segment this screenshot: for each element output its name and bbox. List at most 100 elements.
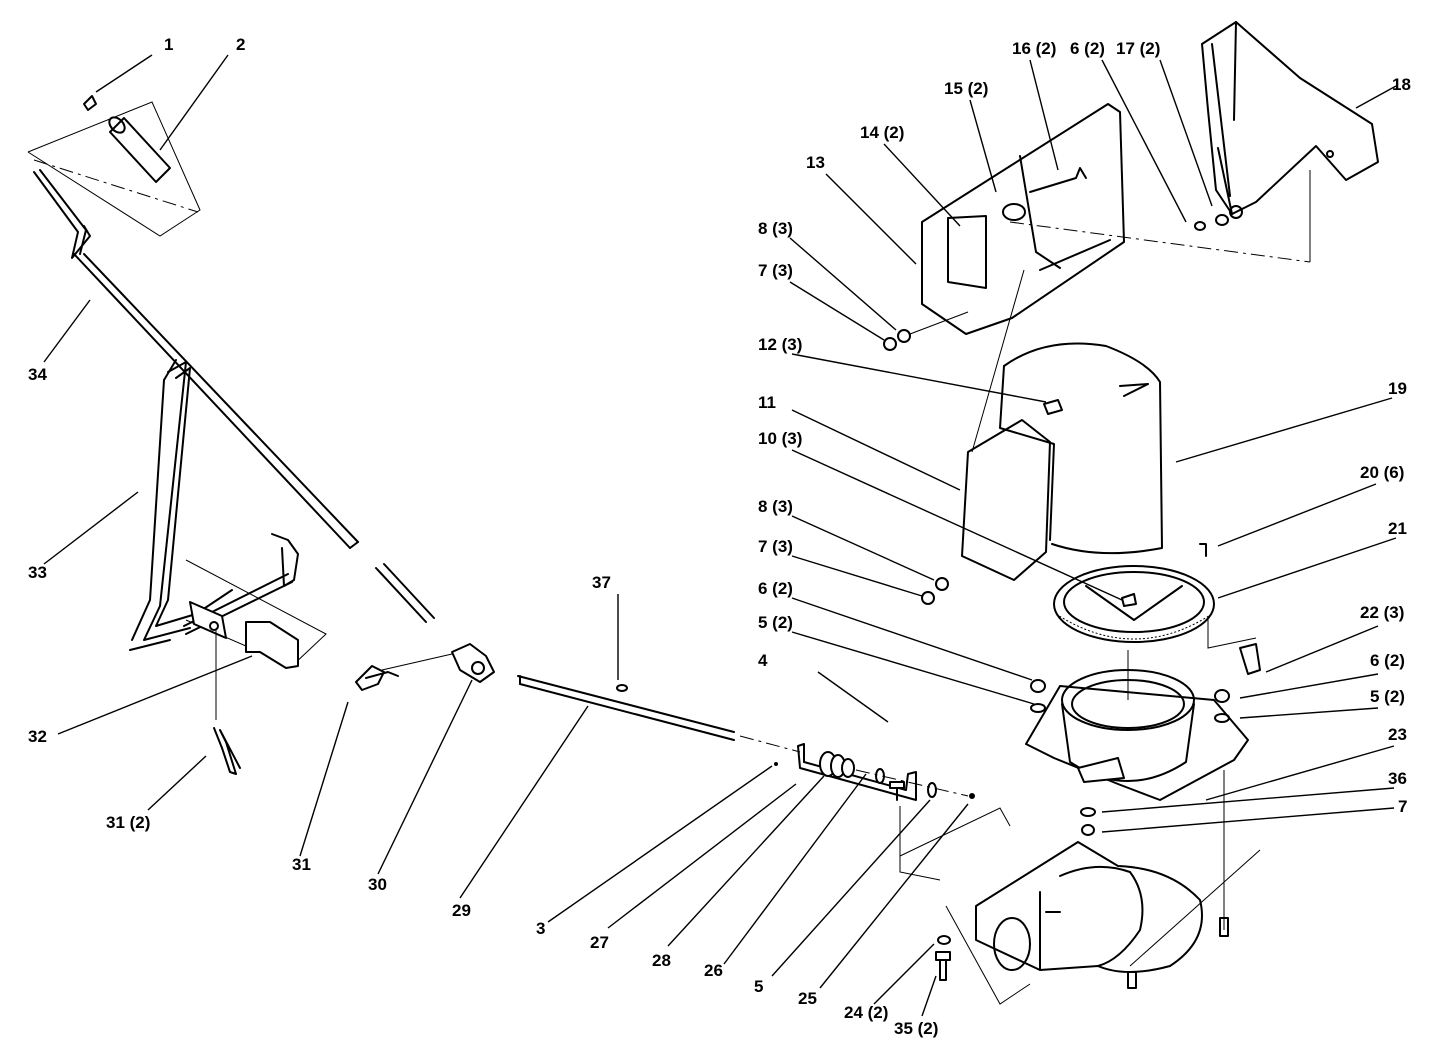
ujoint-cross — [471, 661, 485, 675]
callout-10-3: 10 (3) — [758, 429, 802, 448]
cap-edges — [1211, 21, 1237, 215]
nut-part-6b — [1030, 679, 1046, 693]
chute-seam — [999, 365, 1055, 541]
callout-29: 29 — [452, 901, 471, 920]
callout-17-2: 17 (2) — [1116, 39, 1160, 58]
washer-part-5 — [927, 782, 937, 798]
flange-tab — [1077, 757, 1125, 783]
cap-hole — [1229, 205, 1243, 219]
callout-7: 7 — [1398, 797, 1407, 816]
washer-part-15 — [1002, 203, 1026, 221]
callout-14-2: 14 (2) — [860, 123, 904, 142]
rod29-mark — [616, 684, 628, 692]
pin-part-3 — [774, 762, 778, 766]
gear-ring-inner — [1063, 571, 1205, 633]
callout-13: 13 — [806, 153, 825, 172]
deflector-cap-part-18 — [1201, 21, 1379, 215]
washer-part-5c — [1214, 713, 1230, 723]
spout-opening — [993, 917, 1031, 971]
deflector-centerline — [1009, 221, 1311, 263]
spout-curve — [1059, 865, 1144, 967]
support-arm-outer — [129, 359, 177, 651]
collar-body — [1061, 703, 1195, 782]
callout-8-3-mid: 8 (3) — [758, 497, 793, 516]
mount-plane — [185, 559, 327, 667]
callout-26: 26 — [704, 961, 723, 980]
flange-part-23 — [1025, 685, 1249, 801]
callout-12-3: 12 (3) — [758, 335, 802, 354]
spout-housing — [975, 841, 1203, 973]
hook-bracket — [271, 533, 299, 587]
callout-7-3-top: 7 (3) — [758, 261, 793, 280]
bolt-head-part-4 — [889, 781, 905, 789]
control-rod-assembly — [27, 95, 435, 775]
nut-part-7b — [921, 591, 935, 605]
callout-23: 23 — [1388, 725, 1407, 744]
callout-16-2: 16 (2) — [1012, 39, 1056, 58]
callout-35-2: 35 (2) — [894, 1019, 938, 1038]
washer-part-5b — [1030, 703, 1046, 713]
gear-ring-part-21 — [1053, 565, 1215, 643]
callout-6-2-right: 6 (2) — [1370, 651, 1405, 670]
callout-31-2: 31 (2) — [106, 813, 150, 832]
bolt-part-12 — [1043, 399, 1063, 415]
spout-tab — [1039, 891, 1061, 971]
callout-28: 28 — [652, 951, 671, 970]
callout-18: 18 — [1392, 75, 1411, 94]
callout-20-6: 20 (6) — [1360, 463, 1404, 482]
rod29-centerline — [739, 735, 801, 753]
washer-part-36 — [1080, 807, 1096, 817]
bracket-centerline — [855, 769, 969, 797]
hairpin-line — [381, 653, 453, 671]
callout-11: 11 — [758, 393, 776, 412]
washer-part-8a — [897, 329, 911, 343]
deflector-part-13 — [921, 103, 1125, 335]
callout-7-3-mid: 7 (3) — [758, 537, 793, 556]
chute-lip — [1119, 383, 1149, 397]
rod-bend — [33, 171, 91, 259]
bolt-lower — [1219, 917, 1229, 937]
callout-15-2: 15 (2) — [944, 79, 988, 98]
plate-part-14 — [947, 215, 987, 289]
callout-31: 31 — [292, 855, 311, 874]
callout-24-2: 24 (2) — [844, 1003, 888, 1022]
spout-bolt — [1127, 971, 1137, 989]
callout-32: 32 — [28, 727, 47, 746]
ujoint-part-30 — [451, 643, 495, 683]
nut-part-25 — [969, 793, 975, 799]
callout-37: 37 — [592, 573, 611, 592]
cap-part-1 — [83, 95, 97, 111]
bracket-part-32 — [245, 621, 299, 669]
rod-end — [349, 541, 359, 549]
callout-8-3-top: 8 (3) — [758, 219, 793, 238]
hairpin-part-31b — [213, 727, 241, 775]
callout-5-2-mid: 5 (2) — [758, 613, 793, 632]
callout-27: 27 — [590, 933, 609, 952]
linkage-assembly — [355, 643, 975, 881]
upper-nut-line — [909, 311, 969, 335]
nut-part-7c — [1081, 824, 1095, 836]
bolt-part-35 — [935, 951, 951, 981]
screw-part-20 — [1199, 543, 1207, 557]
cap-pin — [1326, 150, 1334, 158]
clip-part-22 — [1239, 643, 1261, 675]
leader-lines — [43, 54, 1397, 1017]
callout-6-2-top: 6 (2) — [1070, 39, 1105, 58]
bolt-part-10 — [1121, 593, 1137, 607]
callout-4: 4 — [758, 651, 768, 670]
nut-part-7a — [883, 337, 897, 351]
callout-34: 34 — [28, 365, 47, 384]
callout-5: 5 — [754, 977, 763, 996]
rod-bend-inner — [39, 169, 87, 255]
control-rod-part-34 — [73, 253, 359, 549]
grip-part-2 — [109, 117, 171, 183]
gear-guide — [1207, 618, 1257, 649]
chute-part-11 — [961, 419, 1051, 581]
washer-part-24 — [937, 935, 951, 945]
washer-part-8b — [935, 577, 949, 591]
grip-centerline — [33, 159, 199, 213]
hairpin-part-31 — [355, 665, 399, 691]
grip-outline — [27, 101, 201, 237]
